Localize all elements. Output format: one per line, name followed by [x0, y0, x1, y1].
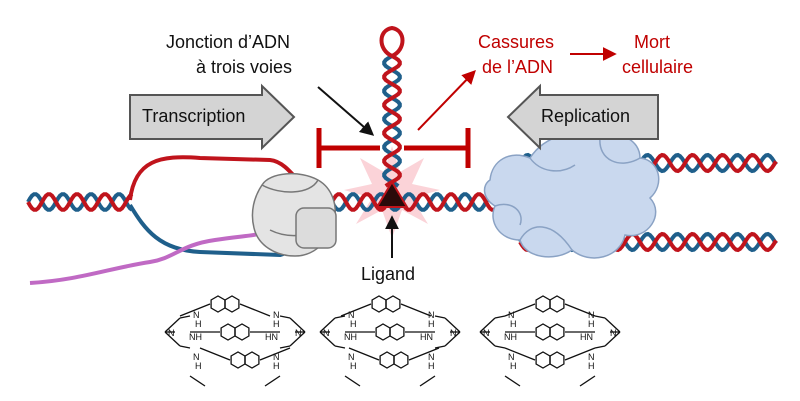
triangle-ligand-icon	[375, 180, 409, 208]
ligand-label: Ligand	[361, 264, 416, 284]
transcription-label: Transcription	[142, 106, 246, 126]
svg-text:H: H	[588, 361, 595, 371]
svg-text:N: N	[588, 352, 595, 362]
svg-text:H: H	[428, 361, 435, 371]
rna-polymerase-icon	[251, 172, 337, 257]
breaks-label-line1: Cassures	[478, 32, 555, 52]
replisome-icon	[483, 132, 660, 259]
svg-text:H: H	[588, 319, 595, 329]
svg-text:HN: HN	[580, 332, 593, 342]
svg-text:N: N	[588, 310, 595, 320]
junction-label-line2: à trois voies	[196, 57, 293, 77]
svg-text:N: N	[193, 310, 200, 320]
svg-text:NH: NH	[504, 332, 517, 342]
svg-text:N: N	[193, 352, 200, 362]
svg-text:H: H	[195, 319, 202, 329]
left-dna-helix	[26, 192, 134, 212]
svg-text:H: H	[510, 319, 517, 329]
death-label-line1: Mort	[634, 32, 670, 52]
svg-text:HN: HN	[420, 332, 433, 342]
svg-text:N: N	[295, 328, 302, 338]
junction-pointer-arrow	[317, 86, 375, 136]
svg-text:N: N	[348, 310, 355, 320]
svg-text:NH: NH	[344, 332, 357, 342]
death-label-line2: cellulaire	[622, 57, 694, 77]
svg-text:HN: HN	[265, 332, 278, 342]
svg-text:H: H	[510, 361, 517, 371]
transcription-arrow	[129, 83, 296, 151]
junction-label-line1: Jonction d’ADN	[166, 32, 291, 52]
svg-text:H: H	[273, 361, 280, 371]
svg-text:N: N	[273, 352, 280, 362]
svg-text:N: N	[508, 310, 515, 320]
svg-text:N: N	[610, 328, 617, 338]
svg-text:NH: NH	[189, 332, 202, 342]
svg-text:H: H	[350, 319, 357, 329]
svg-text:N: N	[273, 310, 280, 320]
breaks-label-line2: de l’ADN	[482, 57, 554, 77]
inhibition-bar-icon-right	[404, 128, 471, 168]
svg-text:H: H	[350, 361, 357, 371]
replication-arrow	[506, 83, 659, 151]
inhibition-bar-icon-left	[316, 128, 380, 168]
replication-label: Replication	[541, 106, 631, 126]
svg-text:N: N	[323, 328, 330, 338]
svg-text:N: N	[450, 328, 457, 338]
hairpin-dna-helix	[382, 54, 402, 188]
svg-text:N: N	[168, 328, 175, 338]
rna-transcript	[29, 230, 269, 285]
svg-text:H: H	[273, 319, 280, 329]
svg-text:N: N	[348, 352, 355, 362]
svg-text:N: N	[483, 328, 490, 338]
svg-text:N: N	[428, 352, 435, 362]
svg-text:H: H	[195, 361, 202, 371]
svg-text:N: N	[508, 352, 515, 362]
svg-text:H: H	[428, 319, 435, 329]
svg-text:N: N	[428, 310, 435, 320]
hairpin-loop	[379, 25, 405, 58]
breaks-pointer-arrow	[417, 69, 476, 131]
middle-dna-helix	[316, 192, 502, 212]
